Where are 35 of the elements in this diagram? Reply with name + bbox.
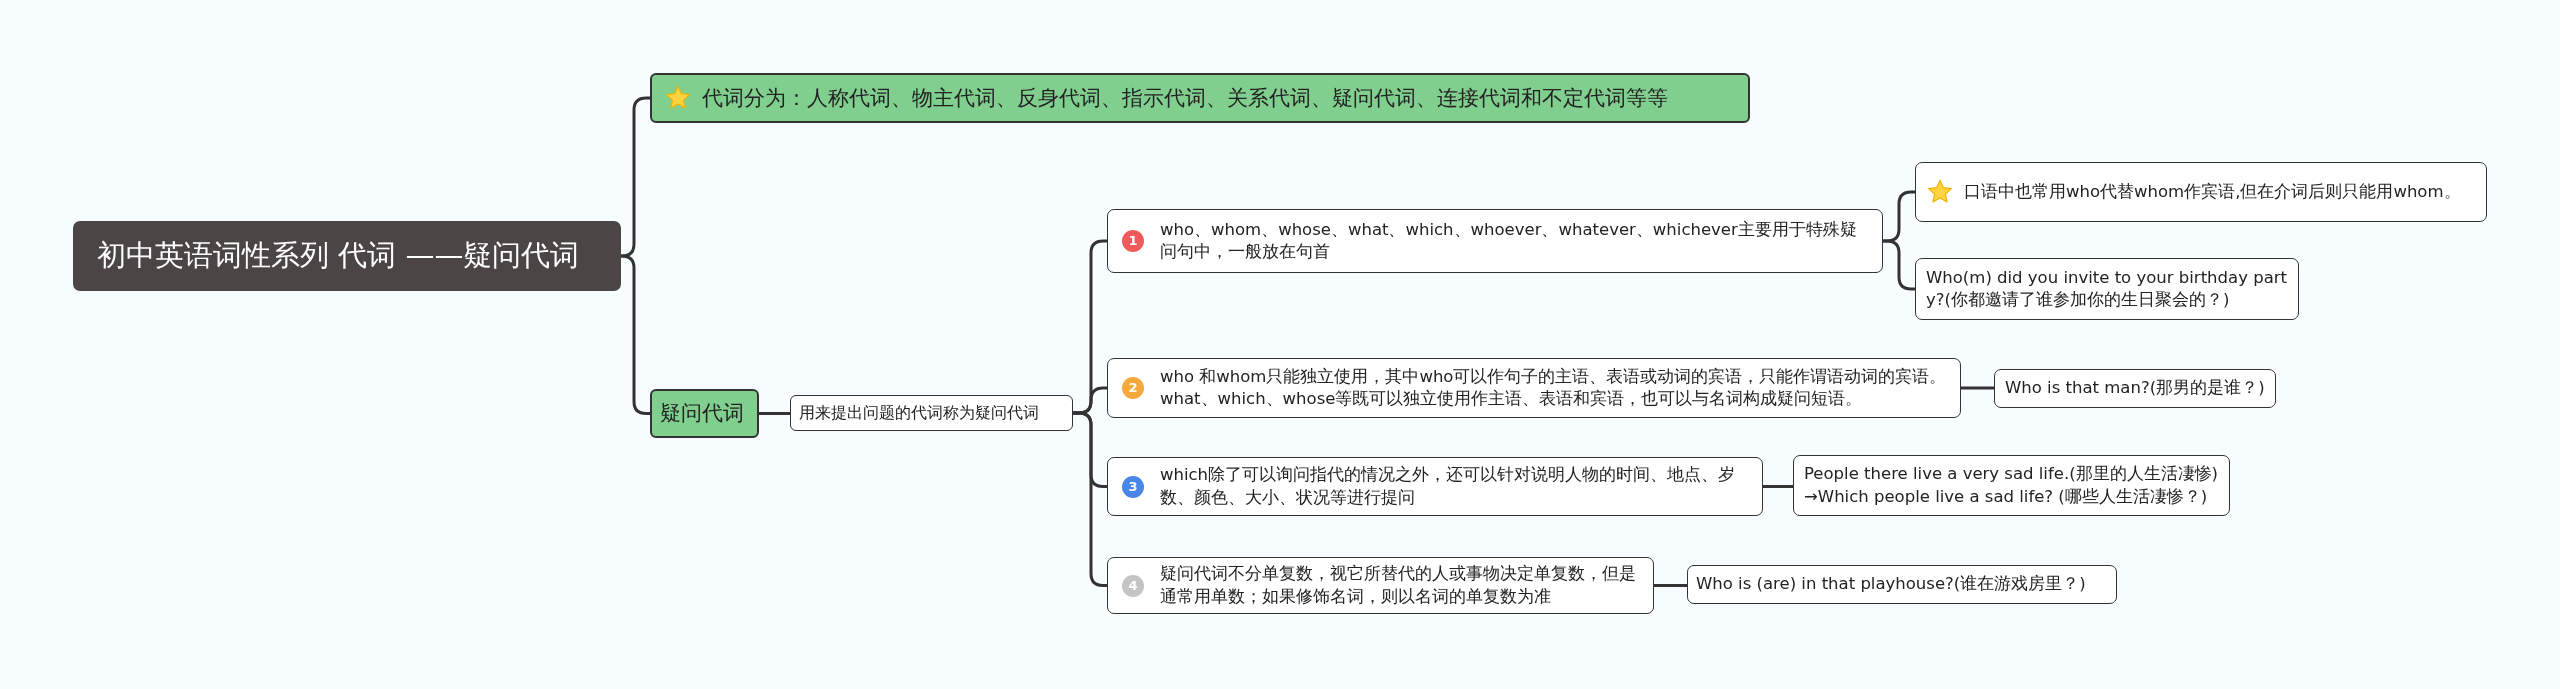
topic-text: who 和whom只能独立使用，其中who可以作句子的主语、表语或动词的宾语，只能作谓语动词的宾语。what、which、whose等既可以独立使用作主语、表语和宾语，也可以与名词构成疑问短语。	[1160, 365, 1948, 410]
number-badge: 3	[1122, 475, 1144, 498]
topic-text: 初中英语词性系列 代词 ——疑问代词	[97, 237, 581, 275]
topic-box	[1915, 258, 2299, 320]
topic-box	[1107, 209, 1883, 273]
topic-text: Who(m) did you invite to your birthday party?(你都邀请了谁参加你的生日聚会的？)	[1926, 266, 2288, 311]
topic-text: who、whom、whose、what、which、whoever、whatever、whichever主要用于特殊疑问句中，一般放在句首	[1160, 218, 1858, 263]
topic-text: Who is that man?(那男的是谁？)	[2005, 377, 2265, 400]
connector-line	[1763, 485, 1793, 488]
number-badge: 4	[1122, 574, 1144, 597]
topic-box	[1107, 457, 1763, 516]
topic-text: 疑问代词不分单复数，视它所替代的人或事物决定单复数，但是通常用单数；如果修饰名词，则以名词的单复数为准	[1160, 563, 1637, 608]
number-badge: 2	[1122, 377, 1144, 399]
topic-box	[1107, 557, 1654, 614]
topic-text: People there live a very sad life.(那里的人生活凄惨) →Which people live a sad life? (哪些人生活凄惨？)	[1804, 463, 2219, 508]
topic-box	[1793, 455, 2230, 516]
number-badge: 1	[1122, 230, 1144, 252]
topic-text: 代词分为：人称代词、物主代词、反身代词、指示代词、关系代词、疑问代词、连接代词和不定代词等等	[702, 84, 1669, 112]
topic-box	[790, 395, 1073, 431]
topic-text: 用来提出问题的代词称为疑问代词	[799, 402, 1040, 424]
connector-line	[1883, 239, 1915, 291]
topic-box	[1107, 358, 1961, 418]
root-topic	[73, 221, 621, 291]
connector-line	[1654, 584, 1687, 587]
topic-box	[1687, 565, 2117, 604]
connector-line	[759, 412, 790, 415]
topic-box	[1915, 162, 2487, 222]
topic-text: Who is (are) in that playhouse?(谁在游戏房里？)	[1696, 573, 2087, 596]
topic-text: which除了可以询问指代的情况之外，还可以针对说明人物的时间、地点、岁数、颜色、大小、状况等进行提问	[1160, 464, 1737, 509]
topic-box	[1994, 369, 2276, 408]
topic-text: 口语中也常用who代替whom作宾语,但在介词后则只能用whom。	[1964, 180, 2462, 203]
topic-box	[650, 389, 759, 438]
topic-text: 疑问代词	[660, 400, 745, 428]
topic-box	[650, 73, 1750, 123]
connector-line	[1961, 386, 1994, 390]
